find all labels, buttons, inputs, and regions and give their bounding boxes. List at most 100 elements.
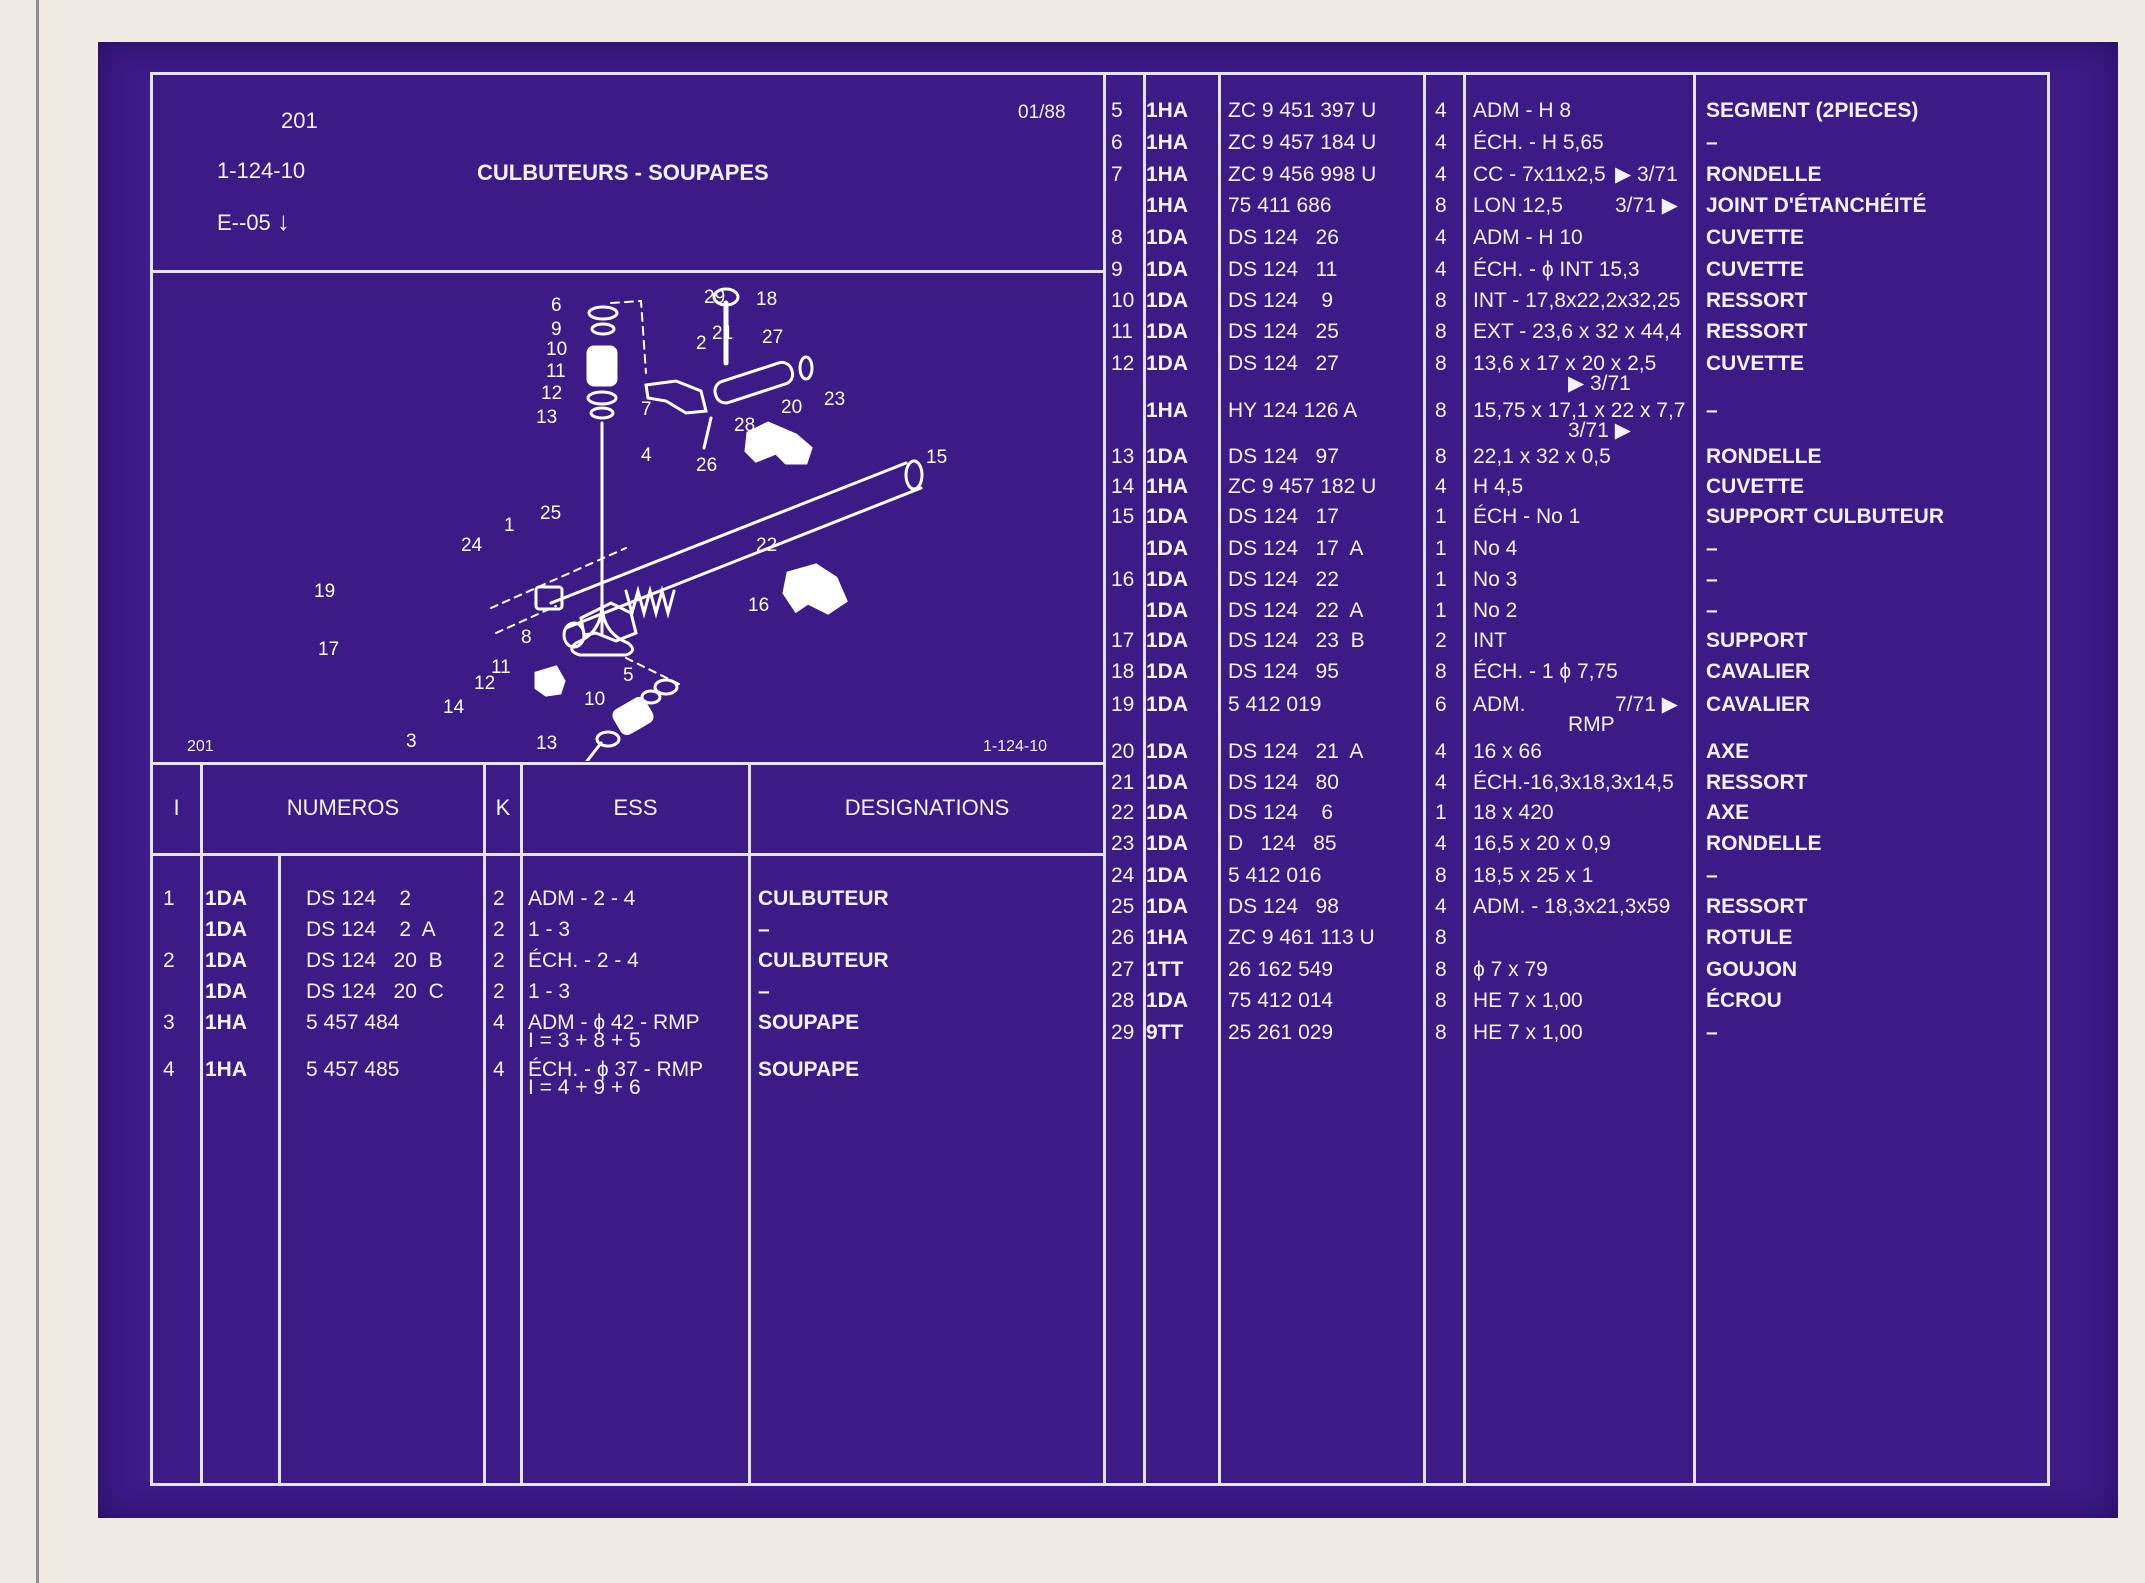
- row-number: ZC 9 456 998 U: [1228, 163, 1377, 186]
- row-code: 1DA: [1146, 629, 1189, 652]
- row-code: 1HA: [1146, 163, 1189, 186]
- row-ess: ADM - H 8: [1473, 99, 1572, 122]
- col-line: [1463, 75, 1466, 1483]
- diagram-ref-right: 1-124-10: [983, 738, 1048, 755]
- row-k: 2: [493, 949, 505, 972]
- row-designation: GOUJON: [1706, 958, 1798, 981]
- row-code: 1DA: [1146, 895, 1189, 918]
- row-number: DS 124 20 C: [306, 980, 444, 1003]
- col-line: [1693, 75, 1696, 1483]
- col-line: [278, 853, 281, 1483]
- arrow-down-icon: ↓: [276, 206, 290, 236]
- row-ess: LON 12,5: [1473, 194, 1563, 217]
- row-code: 1DA: [1146, 599, 1189, 622]
- row-number: 5 457 484: [306, 1011, 400, 1034]
- row-k: 1: [1435, 505, 1447, 528]
- row-index: 13: [1111, 445, 1135, 468]
- guide-dash: [610, 299, 647, 374]
- callout: 3: [406, 731, 417, 752]
- row-k: 8: [1435, 352, 1447, 375]
- callout: 17: [318, 639, 339, 660]
- row-k: 8: [1435, 989, 1447, 1012]
- row-ess-line2: RMP: [1568, 713, 1615, 736]
- callout: 10: [546, 339, 567, 360]
- row-k: 4: [1435, 740, 1447, 763]
- row-ess: 16 x 66: [1473, 740, 1542, 763]
- diagram-ref-left: 201: [187, 738, 214, 755]
- row-code: 1DA: [1146, 226, 1189, 249]
- row-number: DS 124 11: [1228, 258, 1338, 281]
- row-designation: ÉCROU: [1706, 989, 1782, 1012]
- row-number: 5 412 016: [1228, 864, 1322, 887]
- row-index: 8: [1111, 226, 1123, 249]
- row-code: 1DA: [205, 887, 248, 910]
- row-code: 1DA: [1146, 832, 1189, 855]
- row-number: DS 124 9: [1228, 289, 1334, 312]
- stud-nut-shape: [712, 287, 740, 307]
- row-ess: 1 - 3: [528, 980, 571, 1003]
- row-number: 75 412 014: [1228, 989, 1334, 1012]
- main-shaft-end: [904, 459, 924, 491]
- callout: 11: [546, 361, 566, 382]
- parts-sheet: 201 1-124-10 E--05 ↓ CULBUTEURS - SOUPAP…: [98, 42, 2118, 1518]
- row-number: HY 124 126 A: [1228, 399, 1358, 422]
- row-number: ZC 9 457 184 U: [1228, 131, 1377, 154]
- row-k: 4: [1435, 131, 1447, 154]
- row-ess: ADM - H 10: [1473, 226, 1583, 249]
- row-index: 7: [1111, 163, 1123, 186]
- row-ess-line2: I = 4 + 9 + 6: [528, 1076, 641, 1099]
- row-ess: ÉCH - No 1: [1473, 505, 1581, 528]
- row-k: 4: [1435, 475, 1447, 498]
- row-designation: RONDELLE: [1706, 832, 1822, 855]
- col-header-designations: DESIGNATIONS: [844, 795, 1010, 820]
- row-code: 1DA: [1146, 801, 1189, 824]
- row-index: 5: [1111, 99, 1123, 122]
- row-number: 25 261 029: [1228, 1021, 1334, 1044]
- row-k: 1: [1435, 537, 1447, 560]
- row-index: 15: [1111, 505, 1135, 528]
- row-designation: SEGMENT (2PIECES): [1706, 99, 1919, 122]
- row-ess: ADM.: [1473, 693, 1526, 716]
- callout: 19: [314, 581, 335, 602]
- row-ess: ÉCH. - H 5,65: [1473, 131, 1604, 154]
- row-index: 23: [1111, 832, 1135, 855]
- row-index: 4: [163, 1058, 175, 1081]
- row-designation: –: [1706, 864, 1718, 887]
- row-ess: ϕ 7 x 79: [1473, 958, 1548, 981]
- row-k: 4: [1435, 258, 1447, 281]
- row-ess: ÉCH. - 2 - 4: [528, 949, 639, 972]
- row-designation: –: [1706, 599, 1718, 622]
- row-k: 2: [1435, 629, 1447, 652]
- row-designation: CUVETTE: [1706, 352, 1805, 375]
- row-ess: 22,1 x 32 x 0,5: [1473, 445, 1611, 468]
- row-designation: CULBUTEUR: [758, 887, 889, 910]
- row-designation: RONDELLE: [1706, 163, 1822, 186]
- sheet-ref: 201: [281, 108, 318, 133]
- callout: 1: [504, 515, 515, 536]
- upper-shaft-end: [798, 355, 814, 381]
- row-code: 1DA: [205, 918, 248, 941]
- row-code: 1DA: [1146, 445, 1189, 468]
- row-designation: CUVETTE: [1706, 226, 1805, 249]
- row-number: DS 124 6: [1228, 801, 1334, 824]
- callout: 7: [641, 399, 652, 420]
- row-index: 9: [1111, 258, 1123, 281]
- callout: 24: [461, 535, 483, 556]
- row-ess: 1 - 3: [528, 918, 571, 941]
- row-k: 8: [1435, 958, 1447, 981]
- row-number: DS 124 23 B: [1228, 629, 1365, 652]
- callout: 6: [551, 295, 562, 316]
- row-designation: RESSORT: [1706, 289, 1808, 312]
- row-code: 1HA: [1146, 131, 1189, 154]
- row-ess: ADM - 2 - 4: [528, 887, 636, 910]
- exploded-parts-diagram: 29 18 21 27 2 20 23 28 26 15 25 24 1 22 …: [314, 287, 947, 761]
- row-code: 1DA: [1146, 740, 1189, 763]
- callout: 4: [641, 445, 652, 466]
- bottom-support-shape: [534, 665, 566, 697]
- row-ess: ADM - ϕ 42 - RMP: [528, 1011, 700, 1034]
- washer-shape: [562, 621, 586, 649]
- row-number: DS 124 95: [1228, 660, 1339, 683]
- row-k: 4: [493, 1011, 505, 1034]
- row-ess: ÉCH. - 1 ϕ 7,75: [1473, 660, 1618, 683]
- valve-seal-shape: [586, 390, 618, 406]
